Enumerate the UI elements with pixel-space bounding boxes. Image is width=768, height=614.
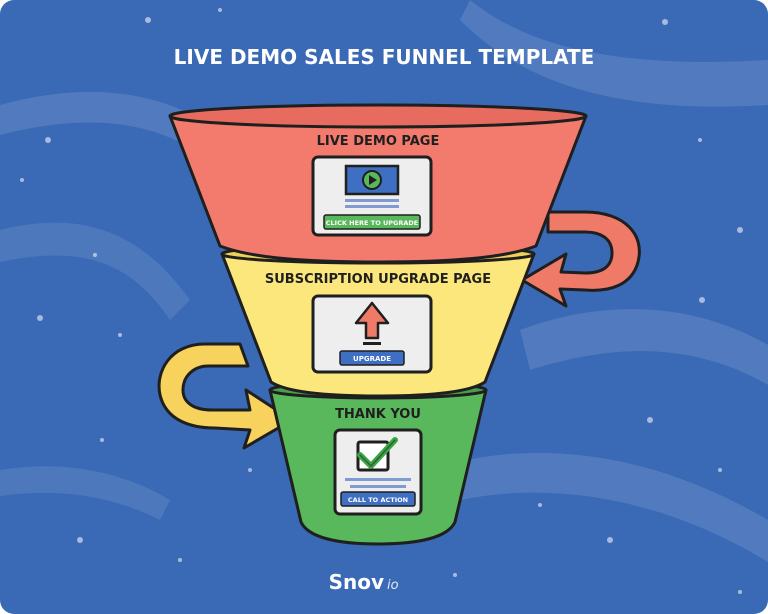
swoosh-decoration (0, 222, 190, 320)
stage-label: SUBSCRIPTION UPGRADE PAGE (265, 272, 491, 287)
snovio-logo: Snov io (329, 570, 399, 594)
play-video-icon (344, 164, 400, 196)
funnel-stage-live-demo: LIVE DEMO PAGE CLICK HERE TO UPGRADE (168, 103, 588, 264)
page-title: LIVE DEMO SALES FUNNEL TEMPLATE (174, 45, 595, 69)
text-line (345, 478, 411, 481)
brand-name: Snov (329, 570, 384, 594)
text-line (345, 199, 399, 202)
funnel-stage-subscription-upgrade: SUBSCRIPTION UPGRADE PAGE UPGRADE (220, 243, 536, 398)
text-line (345, 205, 399, 208)
funnel-stage-thank-you: THANK YOU CALL TO ACTION (268, 380, 488, 546)
stage-label: THANK YOU (335, 407, 421, 422)
return-arrow-red (520, 210, 641, 308)
snow-dots (20, 8, 743, 594)
button-label: UPGRADE (353, 355, 391, 363)
brand-suffix: io (387, 578, 399, 593)
return-arrow-yellow (157, 342, 294, 450)
swoosh-decoration (520, 309, 768, 385)
call-to-action-button[interactable] (340, 491, 416, 507)
button-label: CALL TO ACTION (348, 496, 408, 504)
swoosh-decoration (460, 0, 768, 107)
swoosh-decoration (0, 466, 170, 520)
upgrade-button[interactable] (339, 350, 405, 366)
stage-label: LIVE DEMO PAGE (317, 134, 440, 149)
click-here-to-upgrade-button[interactable] (323, 214, 421, 230)
swoosh-decoration (430, 452, 768, 562)
checkbox-icon (356, 437, 398, 472)
button-label: CLICK HERE TO UPGRADE (326, 219, 418, 227)
text-line (350, 485, 406, 488)
swoosh-decoration (0, 91, 230, 165)
upload-arrow-icon (354, 301, 390, 345)
